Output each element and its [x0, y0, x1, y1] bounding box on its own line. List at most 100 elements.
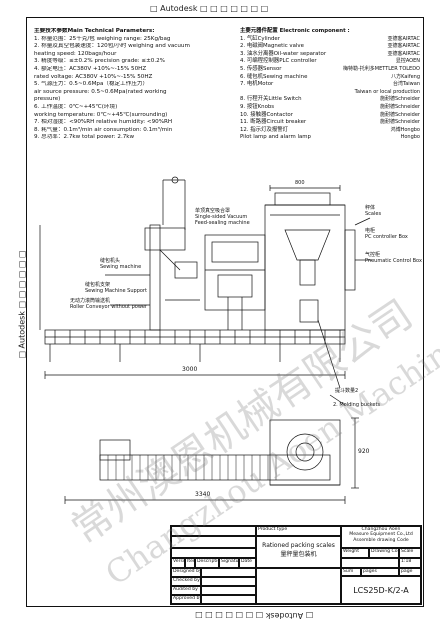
param-line: heating speed: 120bags/hour	[34, 50, 117, 57]
tb-audited-by: Audited by	[171, 586, 201, 595]
callout-molding-buckets: 2. Molding buckets	[333, 402, 381, 408]
callout-bucket-count: 提斗数量2	[335, 388, 359, 394]
component-name: 12. 指示灯及报警灯	[240, 126, 289, 133]
sewing-column	[149, 224, 161, 331]
param-line: rated voltage: AC380V +10%~-15% 50HZ	[34, 73, 153, 80]
component-brand: Taiwan or local production	[354, 88, 420, 95]
tb-page: page	[399, 568, 421, 576]
control-box	[344, 229, 356, 291]
component-brand: 梅特勒-托利多METTLER TOLEDO	[342, 65, 420, 72]
plan-hopper	[286, 433, 324, 471]
param-line: 9. 总功率：2.7kw total power: 2.7kw	[34, 134, 135, 141]
components-title: 主要元器件配置 Electronic component :	[240, 28, 350, 34]
component-name: 1. 气缸Cylinder	[240, 35, 280, 42]
plan-rollers	[107, 455, 277, 480]
scales-frame	[264, 204, 346, 331]
tb-scale-value: 1:18	[399, 558, 421, 568]
component-name: 2. 电磁阀Magnetic valve	[240, 43, 304, 50]
param-line: working temperature: 0℃~+45℃(surrounding…	[34, 111, 168, 118]
sewing-head	[144, 227, 186, 251]
param-line: 8. 耗气量：0.1m³/min air consumption: 0.1m³/…	[34, 126, 173, 133]
component-name: 7. 电机Motor	[240, 81, 274, 88]
component-brand: 亚德客AIRTAC	[387, 35, 421, 42]
sealing-machine	[204, 234, 266, 311]
component-brand: 台湾Taiwan	[392, 81, 420, 88]
component-row: 8. 行程开关Little Switch 施耐德Schneider	[240, 96, 420, 104]
tb-designed-by: Designed by	[171, 568, 201, 577]
component-brand: 施耐德Schneider	[379, 96, 420, 103]
component-name: 3. 油水分离器Oil-water separator	[240, 50, 327, 57]
param-line: air source pressure: 0.5~0.6Mpa(rated wo…	[34, 88, 167, 95]
drawing-frame	[26, 17, 424, 607]
param-line: 4. 额定电压：AC380V +10%~-15% 50HZ	[34, 65, 147, 72]
component-row: 9. 按钮Knobs 施耐德Schneider	[240, 104, 420, 112]
component-brand: 施耐德Schneider	[379, 119, 420, 126]
component-row: 7. 电机Motor 台湾Taiwan	[240, 81, 420, 89]
component-name: Pilot lamp and alarm lamp	[240, 134, 311, 141]
dim-plan-height: 920	[358, 448, 370, 455]
plan-conveyor	[99, 454, 331, 481]
tb-product-type: Product type	[256, 526, 341, 536]
params-title: 主要技术参数Main Technical Parameters:	[34, 28, 155, 34]
tb-drawing: Drawing Code	[369, 548, 399, 558]
param-line: 1. 称量范围：25千克/包 weighing range: 25Kg/bag	[34, 35, 171, 42]
component-brand: 显控AOEN	[395, 58, 420, 65]
tb-sum: Sum	[341, 568, 361, 576]
edge-label-top: □ Autodesk □ □ □ □ □ □ □	[150, 4, 269, 13]
component-name: 6. 缝包机Sewing machine	[240, 73, 308, 80]
tb-col-version: Version	[171, 558, 185, 568]
component-row: 1. 气缸Cylinder 亚德客AIRTAC	[240, 36, 420, 44]
component-brand: 施耐德Schneider	[379, 103, 420, 110]
component-row: Taiwan or local production	[240, 89, 420, 97]
component-brand: 八方Kaifeng	[391, 73, 420, 80]
tb-col-item: Item	[185, 558, 195, 568]
component-brand: 亚德客AIRTAC	[387, 43, 421, 50]
tb-col-signature: Signature	[219, 558, 239, 568]
tb-approved-by: Approved by	[171, 595, 201, 604]
component-brand: 鸿博Hongbo	[390, 126, 420, 133]
component-brand: 亚德客AIRTAC	[387, 50, 421, 57]
component-row: 11. 断路器Circuit breaker 施耐德Schneider	[240, 119, 420, 127]
tb-scale-label: Scale	[399, 548, 421, 558]
component-name: 8. 行程开关Little Switch	[240, 96, 302, 103]
plan-scale	[269, 419, 341, 486]
param-line: 5. 气源压力：0.5~0.6Mpa（稳定工作压力）	[34, 81, 149, 88]
param-line: 6. 工作温度：0℃~+45℃(环境)	[34, 103, 118, 110]
tb-weight: Weight	[341, 548, 369, 558]
component-row: 3. 油水分离器Oil-water separator 亚德客AIRTAC	[240, 51, 420, 59]
param-line: pressure)	[34, 96, 61, 103]
component-row: 12. 指示灯及报警灯 鸿博Hongbo	[240, 127, 420, 135]
tb-pages: pages	[361, 568, 399, 576]
component-brand: Hongbo	[400, 134, 420, 141]
component-name: 10. 接触器Contactor	[240, 111, 293, 118]
tb-col-description: Description	[195, 558, 219, 568]
components-rows: 1. 气缸Cylinder 亚德客AIRTAC 2. 电磁阀Magnetic val…	[240, 36, 420, 142]
component-name: 4. 可编程控制器PLC controller	[240, 58, 317, 65]
param-line: 2. 称量及真空包装速度：120包/小时 weighing and vacuum	[34, 43, 190, 50]
param-line: 3. 精度等级：≤±0.2% precision grade: ≤±0.2%	[34, 58, 165, 65]
technical-parameters: 主要技术参数Main Technical Parameters: 1. 称量范围…	[34, 28, 234, 142]
component-brand: 施耐德Schneider	[379, 111, 420, 118]
electronic-components: 主要元器件配置 Electronic component : 1. 气缸Cyli…	[240, 28, 420, 142]
component-name: 5. 传感器Sensor	[240, 65, 282, 72]
component-name: 11. 断路器Circuit breaker	[240, 119, 307, 126]
tb-checked-by: Checked by	[171, 577, 201, 586]
component-name: 9. 按钮Knobs	[240, 103, 275, 110]
component-row: Pilot lamp and alarm lamp Hongbo	[240, 134, 420, 142]
param-line: 7. 相对湿度：<90%RH relative humidity: <90%RH	[34, 119, 173, 126]
hopper	[284, 229, 331, 261]
tb-drawing-code: LCS25D-K/2-A	[341, 576, 421, 604]
